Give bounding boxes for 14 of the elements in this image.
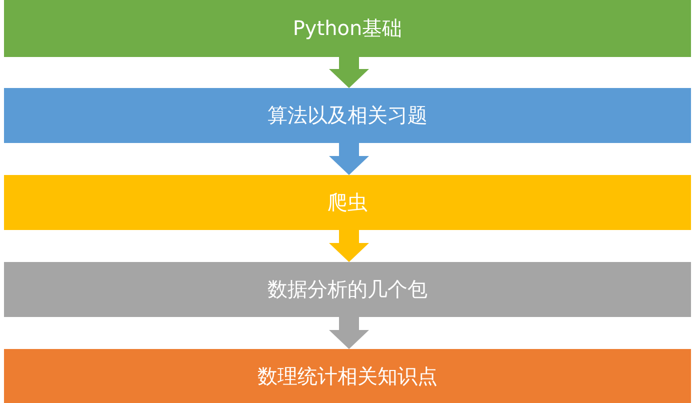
band-label: 爬虫 — [328, 189, 368, 216]
band-label: 数据分析的几个包 — [268, 276, 428, 303]
process-band — [4, 349, 691, 403]
arrow — [329, 230, 369, 262]
arrow — [329, 143, 369, 175]
process-band — [4, 175, 691, 230]
process-band — [4, 0, 691, 57]
band-label: Python基础 — [292, 15, 402, 42]
arrow — [329, 57, 369, 88]
process-band — [4, 262, 691, 317]
band-label: 算法以及相关习题 — [268, 102, 428, 129]
arrow — [329, 317, 369, 349]
band-label: 数理统计相关知识点 — [258, 362, 438, 390]
process-band — [4, 88, 691, 143]
